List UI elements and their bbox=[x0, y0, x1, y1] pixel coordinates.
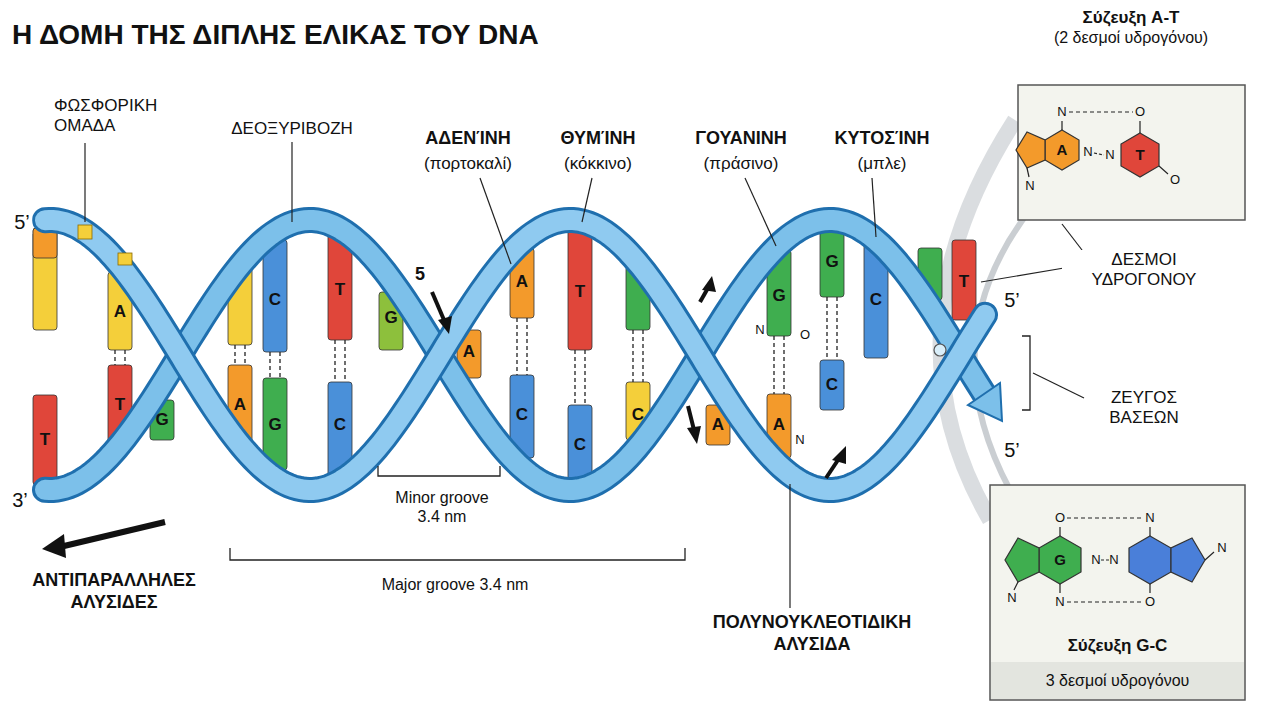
guanine-ring bbox=[1005, 538, 1039, 582]
inset-heading: Σύζευξη G-C bbox=[1068, 636, 1168, 656]
part-label: ΘΥΜΊΝΗ bbox=[558, 128, 637, 150]
antiparallel-arrowhead bbox=[42, 534, 66, 558]
zoom-marker bbox=[934, 344, 946, 356]
part-label: ΔΕΟΞΥΡΙΒΟΖΗ bbox=[229, 119, 355, 139]
part-label: ΓΟΥΑΝΙΝΗ bbox=[693, 128, 789, 150]
base-letter: T bbox=[115, 395, 125, 415]
backbone-strand bbox=[45, 220, 985, 490]
base-letter: T bbox=[959, 272, 969, 292]
inset-subtitle: 3 δεσμοί υδρογόνου bbox=[1046, 671, 1190, 690]
dimension-label: Minor groove 3.4 nm bbox=[385, 488, 499, 526]
base-letter: T bbox=[1135, 146, 1144, 164]
base-letter: C bbox=[269, 290, 281, 310]
base-letter: G bbox=[384, 308, 397, 328]
phosphate bbox=[78, 225, 92, 239]
base-letter: T bbox=[40, 430, 50, 450]
part-label: ΠΟΛΥΝΟΥΚΛΕΟΤΙΔΙΚΗ ΑΛΥΣΙΔΑ bbox=[680, 612, 944, 655]
backbone-strand bbox=[45, 220, 985, 490]
atom-label: N bbox=[1105, 147, 1114, 163]
atom-label: N bbox=[1217, 540, 1226, 556]
atom-label: N bbox=[1109, 552, 1118, 568]
color-note: (πράσινο) bbox=[702, 154, 781, 174]
atom-label: N bbox=[1007, 590, 1016, 606]
groove-bracket bbox=[378, 466, 500, 476]
phosphate bbox=[118, 253, 132, 265]
pairing-inset: Σύζευξη G-C 3 δεσμοί υδρογόνου bbox=[990, 485, 1245, 700]
base-letter: G bbox=[268, 415, 281, 435]
cytosine-ring bbox=[1171, 538, 1205, 582]
base-letter: C bbox=[516, 405, 528, 425]
atom-label: N bbox=[1025, 178, 1034, 194]
base-letter: C bbox=[632, 405, 644, 425]
strand-arrowhead bbox=[968, 383, 1002, 421]
atom-label: O bbox=[800, 327, 810, 343]
base-letter: G bbox=[155, 410, 168, 430]
base-letter: A bbox=[712, 415, 724, 435]
direction-arrows bbox=[432, 276, 846, 478]
base-letter: A bbox=[773, 415, 785, 435]
adenine-ring bbox=[1045, 130, 1079, 170]
base-letter: C bbox=[870, 290, 882, 310]
inset-bonds bbox=[1014, 518, 1214, 602]
inset-strip bbox=[991, 662, 1244, 699]
base-letter: C bbox=[574, 435, 586, 455]
end-label: 5’ bbox=[12, 210, 32, 234]
diagram-title: Η ΔΟΜΗ ΤΗΣ ΔΙΠΛΗΣ ΕΛΙΚΑΣ ΤΟΥ DNA bbox=[12, 18, 539, 52]
part-label: ΦΩΣΦΟΡΙΚΗ ΟΜΑΔΑ bbox=[52, 96, 186, 137]
part-label: ΔΕΣΜΟΙ ΥΔΡΟΓΟΝΟΥ bbox=[1062, 250, 1226, 291]
thymine-ring bbox=[1121, 133, 1159, 177]
color-note: (πορτοκαλί) bbox=[422, 154, 514, 174]
atom-label: O bbox=[1055, 510, 1065, 526]
atom-label: N bbox=[795, 432, 804, 448]
leader-lines bbox=[85, 142, 1084, 608]
base-letter: T bbox=[335, 280, 345, 300]
end-label: 5’ bbox=[1002, 438, 1022, 462]
atom-label: N bbox=[1057, 104, 1066, 120]
pairing-inset: Σύζευξη A-T(2 δεσμοί υδρογόνου) bbox=[1012, 8, 1250, 82]
color-note: (κόκκινο) bbox=[562, 154, 634, 174]
inset-frame bbox=[990, 485, 1245, 700]
groove-bracket bbox=[230, 548, 685, 560]
base-letter: C bbox=[826, 375, 838, 395]
base-letter: A bbox=[463, 342, 475, 362]
inset-subtitle: (2 δεσμοί υδρογόνου) bbox=[1054, 28, 1208, 47]
pair-bracket bbox=[1022, 336, 1030, 410]
part-label: ΑΔΕΝΊΝΗ bbox=[423, 128, 512, 150]
antiparallel-arrow bbox=[64, 522, 165, 546]
atom-label: N bbox=[755, 322, 764, 338]
atom-label: N bbox=[1145, 510, 1154, 526]
atom-label: O bbox=[1145, 594, 1155, 610]
base-letter: G bbox=[825, 252, 838, 272]
atom-label: O bbox=[1170, 172, 1180, 188]
end-label: 3’ bbox=[10, 488, 30, 512]
atom-label: N bbox=[1091, 552, 1100, 568]
base-letter: A bbox=[1057, 141, 1068, 159]
guanine-ring bbox=[1039, 536, 1081, 584]
base-letter: G bbox=[1054, 551, 1066, 569]
part-label: ΑΝΤΙΠΑΡΑΛΛΗΛΕΣ ΑΛΥΣΙΔΕΣ bbox=[2, 570, 226, 613]
base-letter: A bbox=[516, 272, 528, 292]
base-letter: C bbox=[334, 415, 346, 435]
backbone-strand bbox=[45, 220, 985, 490]
dimension-label: Major groove 3.4 nm bbox=[380, 575, 531, 594]
inset-frame bbox=[1018, 85, 1245, 220]
end-label: 5 bbox=[413, 264, 427, 286]
atom-label: N bbox=[1055, 594, 1064, 610]
backbone-strand bbox=[45, 220, 985, 490]
part-label: ΖΕΥΓΟΣ ΒΑΣΕΩΝ bbox=[1087, 388, 1201, 429]
part-label: ΚΥΤΟΣΊΝΗ bbox=[832, 128, 931, 150]
zoom-swoop bbox=[974, 210, 1030, 490]
base-letter: G bbox=[772, 286, 785, 306]
atom-label: O bbox=[1135, 104, 1145, 120]
cytosine-ring bbox=[1129, 536, 1171, 584]
inset-heading: Σύζευξη A-T bbox=[1083, 8, 1180, 28]
inset-bonds bbox=[1027, 112, 1168, 177]
base-letter: A bbox=[114, 302, 126, 322]
atom-label: N bbox=[1083, 144, 1092, 160]
color-note: (μπλε) bbox=[856, 154, 909, 174]
base-letter: T bbox=[575, 282, 585, 302]
adenine-ring bbox=[1016, 132, 1045, 168]
end-label: 5’ bbox=[1002, 288, 1022, 312]
base-letter: A bbox=[234, 395, 246, 415]
